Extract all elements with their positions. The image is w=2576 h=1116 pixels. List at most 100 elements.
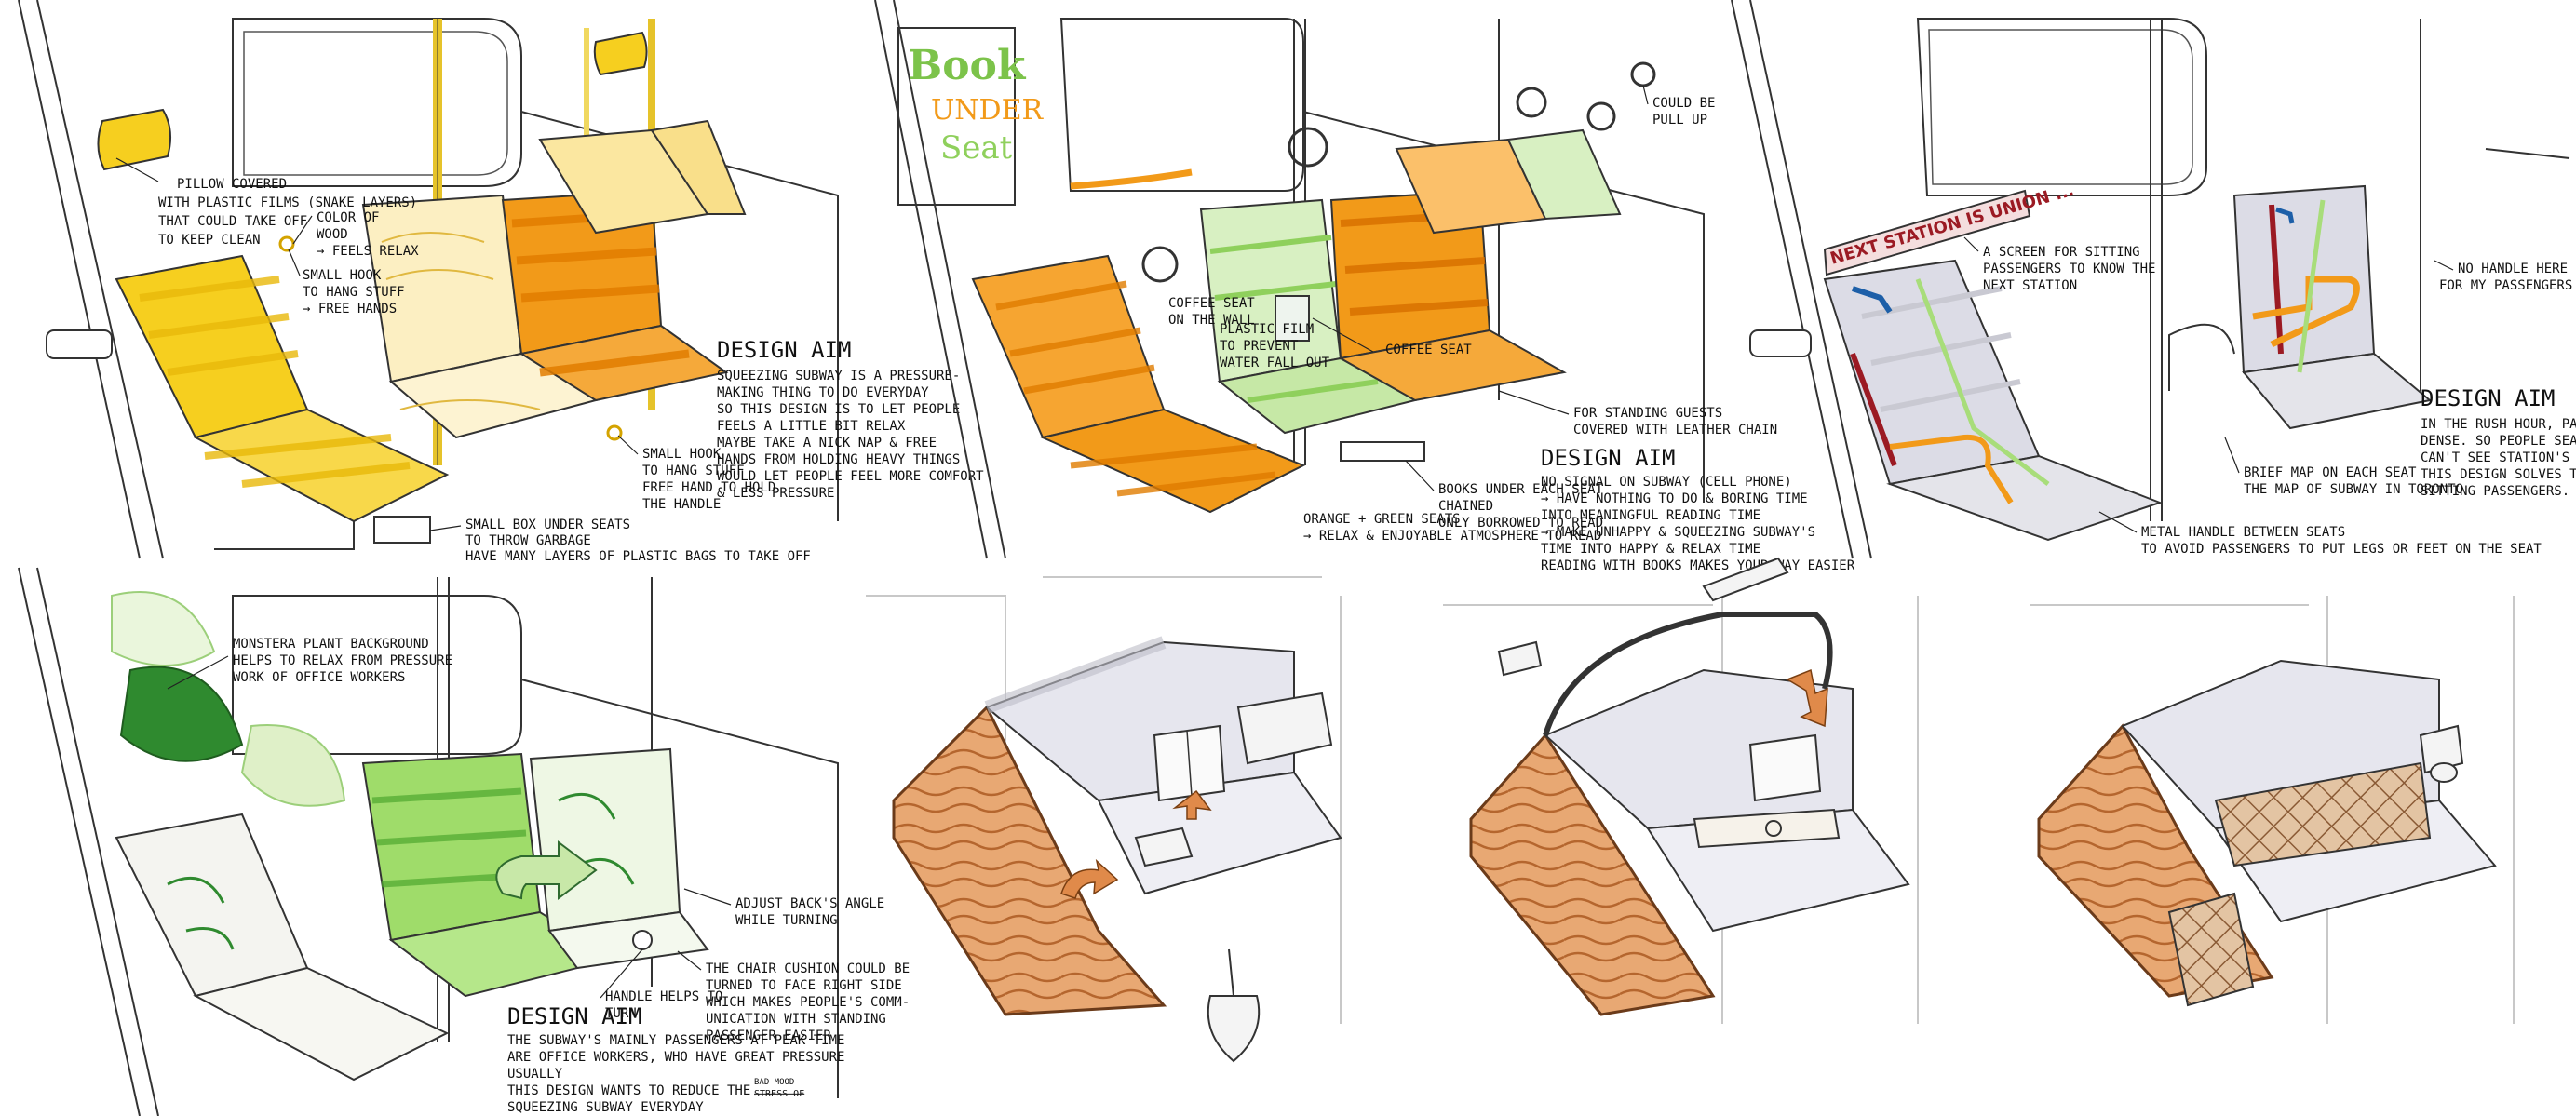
ring-handle-icon bbox=[1516, 87, 1547, 118]
lattice-storage bbox=[2167, 892, 2255, 1007]
p2-aim-title: DESIGN AIM bbox=[1541, 445, 1676, 471]
p3-aim-line: DENSE. SO PEOPLE SEATED ON SEATS bbox=[2421, 434, 2576, 449]
p1-note-15: SMALL BOX UNDER SEATS bbox=[465, 518, 630, 532]
p2-aim-line: NO SIGNAL ON SUBWAY (CELL PHONE) bbox=[1541, 475, 1792, 490]
p2-note: COFFEE SEAT bbox=[1385, 343, 1472, 357]
p2-note: COVERED WITH LEATHER CHAIN bbox=[1573, 423, 1777, 437]
p4-note: TURNED TO FACE RIGHT SIDE bbox=[706, 978, 902, 993]
p4-note: TURN bbox=[605, 1006, 637, 1021]
p4-note: WHILE TURNING bbox=[735, 913, 838, 928]
panel-wood-book-tray bbox=[866, 576, 1342, 1063]
coffee-holder-icon bbox=[1141, 246, 1179, 283]
p1-aim-line: MAYBE TAKE A NICK NAP & FREE bbox=[717, 436, 937, 450]
p1-note-9: TO HANG STUFF bbox=[303, 285, 405, 300]
p3-note: PASSENGERS TO KNOW THE bbox=[1983, 262, 2155, 276]
p3-note: NEXT STATION bbox=[1983, 278, 2077, 293]
p4-note: PASSENGER EASIER bbox=[706, 1029, 831, 1043]
p1-aim-line: & LESS PRESSURE bbox=[717, 486, 834, 501]
p4-aim-extra: STRESS OF bbox=[754, 1089, 804, 1099]
p3-note: TO AVOID PASSENGERS TO PUT LEGS OR FEET … bbox=[2141, 542, 2542, 557]
p1-aim-line: MAKING THING TO DO EVERYDAY bbox=[717, 385, 929, 400]
p4-note: HANDLE HELPS TO bbox=[605, 989, 722, 1004]
p2-note: FOR STANDING GUESTS bbox=[1573, 406, 1722, 421]
garbage-box bbox=[373, 516, 431, 544]
p3-aim-line: THIS DESIGN SOLVES THAT PROBLEM FOR bbox=[2421, 467, 2576, 482]
ring-handle-icon bbox=[1288, 127, 1328, 168]
panel-wood-lattice-storage bbox=[2030, 596, 2515, 1024]
p3-note: THE MAP OF SUBWAY IN TORONTO bbox=[2244, 482, 2463, 497]
p2-note: CHAINED bbox=[1438, 499, 1493, 514]
p1-note-13: FREE HAND TO HOLD bbox=[642, 480, 775, 495]
p2-note: → RELAX & ENJOYABLE ATMOSPHERE TO READ bbox=[1303, 529, 1601, 544]
turning-seat bbox=[529, 747, 681, 933]
p1-note-11: SMALL HOOK bbox=[642, 447, 722, 462]
subway-line-red bbox=[1850, 352, 1897, 467]
panel-wood-lamp-arm bbox=[1443, 557, 1919, 1024]
p2-note: COULD BE bbox=[1652, 96, 1715, 111]
lamp-arm bbox=[1543, 612, 1833, 736]
p1-note-10: → FREE HANDS bbox=[303, 302, 397, 316]
turn-handle bbox=[632, 930, 653, 950]
subway-line-green bbox=[1915, 278, 2050, 486]
subway-line-blue bbox=[1852, 286, 1893, 314]
p2-note: ONLY BORROWED TO READ bbox=[1438, 516, 1603, 531]
p2-aim-line: → MAKE UNHAPPY & SQUEEZING SUBWAY'S bbox=[1541, 525, 1815, 540]
yellow-seat-cushion bbox=[193, 408, 450, 523]
p1-aim-line: FEELS A LITTLE BIT RELAX bbox=[717, 419, 906, 434]
p2-aim-line: → HAVE NOTHING TO DO & BORING TIME bbox=[1541, 491, 1808, 506]
ring-handle-icon bbox=[1630, 61, 1656, 87]
p1-note-14: THE HANDLE bbox=[642, 497, 721, 512]
p3-aim-line: SITTING PASSENGERS. bbox=[2421, 484, 2569, 499]
monstera-leaf-icon bbox=[111, 591, 216, 666]
hook-icon bbox=[606, 424, 623, 441]
p4-aim-extra: BAD MOOD bbox=[754, 1078, 794, 1087]
p3-aim-line: IN THE RUSH HOUR, PASSENGERS ARE bbox=[2421, 417, 2576, 432]
p2-note: PULL UP bbox=[1652, 113, 1707, 128]
p4-note: THE CHAIR CUSHION COULD BE bbox=[706, 961, 910, 976]
p3-note: BRIEF MAP ON EACH SEAT bbox=[2244, 465, 2417, 480]
sign-seat: Seat bbox=[940, 129, 1013, 167]
p1-aim-line: SO THIS DESIGN IS TO LET PEOPLE bbox=[717, 402, 960, 417]
p3-aim-line: CAN'T SEE STATION'S INFORMATION. bbox=[2421, 450, 2576, 465]
p1-aim-line: SQUEEZING SUBWAY IS A PRESSURE- bbox=[717, 369, 960, 383]
p1-note-3: THAT COULD TAKE OFF bbox=[158, 214, 307, 229]
p3-note: FOR MY PASSENGERS bbox=[2439, 278, 2572, 293]
p2-note: ORANGE + GREEN SEATS bbox=[1303, 512, 1461, 527]
p2-aim-line: INTO MEANINGFUL READING TIME bbox=[1541, 508, 1760, 523]
cup-holder-icon bbox=[2430, 762, 2458, 783]
p2-note: BOOKS UNDER EACH SEAT bbox=[1438, 482, 1604, 497]
book-box bbox=[1340, 441, 1425, 462]
p4-aim-line: USUALLY bbox=[507, 1067, 563, 1082]
p1-note-17: HAVE MANY LAYERS OF PLASTIC BAGS TO TAKE… bbox=[465, 549, 811, 564]
p1-note-16: TO THROW GARBAGE bbox=[465, 533, 591, 548]
p4-aim-line: THIS DESIGN WANTS TO REDUCE THE bbox=[507, 1083, 750, 1098]
subway-line-orange bbox=[1889, 434, 2014, 504]
p1-aim-line: HANDS FROM HOLDING HEAVY THINGS bbox=[717, 452, 960, 467]
p1-note-4: TO KEEP CLEAN bbox=[158, 233, 261, 248]
hanging-bag-icon bbox=[1207, 995, 1261, 1063]
green-seat bbox=[361, 752, 542, 942]
p3-note: A SCREEN FOR SITTING bbox=[1983, 245, 2140, 260]
p1-note-7: → FEELS RELAX bbox=[317, 244, 419, 259]
coffee-cup-icon bbox=[1275, 295, 1310, 342]
p4-note: WHICH MAKES PEOPLE'S COMM- bbox=[706, 995, 910, 1010]
grey-seat-back bbox=[115, 813, 309, 998]
p4-note: WORK OF OFFICE WORKERS bbox=[233, 670, 405, 685]
p4-note: MONSTERA PLANT BACKGROUND bbox=[233, 637, 429, 652]
p1-note-2: WITH PLASTIC FILMS (SNAKE LAYERS) bbox=[158, 195, 417, 210]
station-screen bbox=[1823, 189, 2031, 276]
p1-aim-title: DESIGN AIM bbox=[717, 337, 852, 363]
p1-note-8: SMALL HOOK bbox=[303, 268, 382, 283]
p4-aim-line: SQUEEZING SUBWAY EVERYDAY bbox=[507, 1100, 704, 1115]
p4-aim-line: THE SUBWAY'S MAINLY PASSENGERS AT PEAK T… bbox=[507, 1033, 844, 1048]
arrow-icon bbox=[1172, 789, 1212, 820]
lamp-head bbox=[1702, 557, 1789, 602]
panel-relax-seats: PILLOW COVERED WITH PLASTIC FILMS (SNAKE… bbox=[0, 0, 984, 564]
pillow-icon bbox=[97, 108, 172, 171]
updown-arrow-icon bbox=[1786, 668, 1828, 728]
ring-handle-icon bbox=[1586, 101, 1616, 131]
monstera-leaf-icon bbox=[240, 724, 346, 807]
sign-under: UNDER bbox=[931, 94, 1044, 127]
